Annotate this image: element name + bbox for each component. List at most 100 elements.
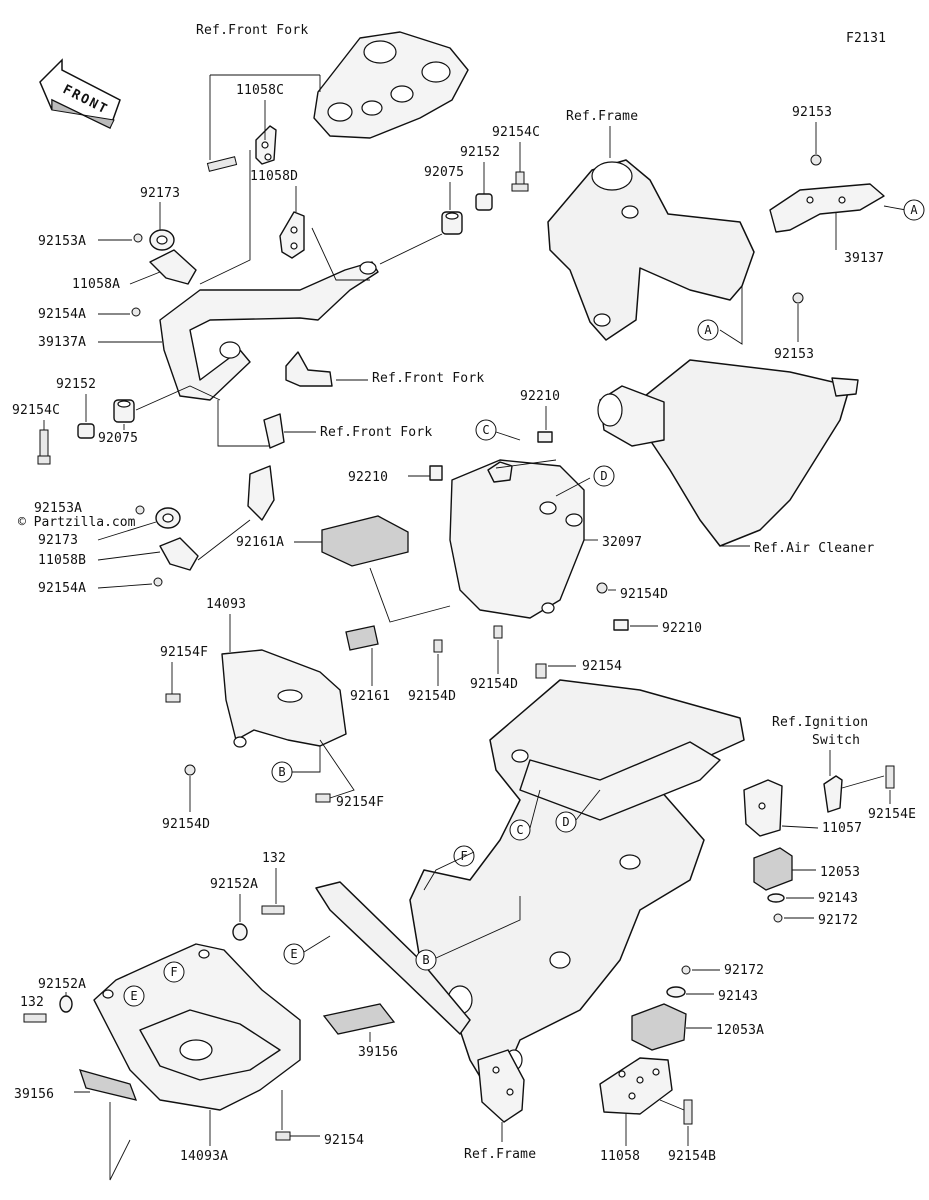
clip-92210-left bbox=[429, 465, 443, 481]
callout-F-plate: F bbox=[163, 961, 185, 983]
washer-92143-mid bbox=[666, 986, 686, 998]
ref-front-fork-lower: Ref.Front Fork bbox=[320, 425, 432, 440]
bolt-92153-mid bbox=[792, 292, 804, 304]
label-12053: 12053 bbox=[820, 865, 860, 880]
label-92154D-left: 92154D bbox=[162, 817, 210, 832]
label-92210-top: 92210 bbox=[520, 389, 560, 404]
label-11058B: 11058B bbox=[38, 553, 86, 568]
svg-text:E: E bbox=[130, 989, 137, 1003]
bolt-92154E bbox=[885, 765, 895, 789]
svg-text:B: B bbox=[422, 953, 429, 967]
bracket-fork-mid bbox=[285, 351, 333, 387]
bolt-92153-top bbox=[810, 154, 822, 166]
label-11057: 11057 bbox=[822, 821, 862, 836]
bolt-92172-mid bbox=[681, 965, 691, 975]
pad-39156-left bbox=[78, 1069, 138, 1101]
label-39156-mid: 39156 bbox=[358, 1045, 398, 1060]
damper-92075-left bbox=[113, 399, 135, 423]
bolt-132-top bbox=[261, 905, 285, 915]
label-39137A: 39137A bbox=[38, 335, 86, 350]
label-92152A-top: 92152A bbox=[210, 877, 258, 892]
label-92143-top: 92143 bbox=[818, 891, 858, 906]
ref-air-cleaner: Ref.Air Cleaner bbox=[754, 541, 874, 556]
damper-92075-top bbox=[441, 211, 463, 235]
label-92154F-left: 92154F bbox=[160, 645, 208, 660]
label-11058C: 11058C bbox=[236, 83, 284, 98]
collar-92152A-top bbox=[232, 923, 248, 941]
label-92075-left: 92075 bbox=[98, 431, 138, 446]
label-92153-top: 92153 bbox=[792, 105, 832, 120]
pad-92161 bbox=[345, 625, 379, 651]
bracket-switch-small bbox=[823, 775, 843, 813]
clip-92210-right bbox=[613, 619, 629, 631]
bracket-11058D bbox=[279, 211, 305, 259]
clamp-92173-lower bbox=[155, 507, 181, 529]
bolt-92153A-left bbox=[135, 505, 145, 515]
callout-C-top: C bbox=[475, 419, 497, 441]
air-cleaner bbox=[597, 359, 859, 547]
label-92210-right: 92210 bbox=[662, 621, 702, 636]
bolt-92154C-left bbox=[37, 429, 51, 465]
bolt-92154D-left bbox=[184, 764, 196, 776]
bolt-92154D-b bbox=[493, 625, 503, 639]
main-frame bbox=[409, 679, 745, 1101]
callout-E-frame: E bbox=[283, 943, 305, 965]
label-92161: 92161 bbox=[350, 689, 390, 704]
frame-bottom-plate bbox=[477, 1049, 525, 1123]
svg-text:C: C bbox=[516, 823, 523, 837]
svg-text:D: D bbox=[600, 469, 607, 483]
callout-E-plate: E bbox=[123, 985, 145, 1007]
label-92153A-top: 92153A bbox=[38, 234, 86, 249]
ref-ignition-switch-line1: Ref.Ignition bbox=[772, 715, 868, 730]
label-92154-bottom: 92154 bbox=[324, 1133, 364, 1148]
label-92154E: 92154E bbox=[868, 807, 916, 822]
bolt-92154C-top bbox=[511, 171, 529, 192]
bracket-fork-lower bbox=[247, 413, 285, 521]
ref-ignition-switch-line2: Switch bbox=[812, 733, 860, 748]
svg-text:B: B bbox=[278, 765, 285, 779]
svg-text:C: C bbox=[482, 423, 489, 437]
bolt-92154A-top bbox=[131, 307, 141, 317]
label-92153-mid: 92153 bbox=[774, 347, 814, 362]
callout-B-left: B bbox=[271, 761, 293, 783]
label-39156-left: 39156 bbox=[14, 1087, 54, 1102]
svg-text:F: F bbox=[460, 849, 467, 863]
cover-32097 bbox=[449, 459, 585, 619]
callout-B-frame: B bbox=[415, 949, 437, 971]
label-92154A-top: 92154A bbox=[38, 307, 86, 322]
label-92154D-right: 92154D bbox=[620, 587, 668, 602]
clip-92210-top bbox=[537, 431, 553, 443]
label-92154C-top: 92154C bbox=[492, 125, 540, 140]
label-92154C-left: 92154C bbox=[12, 403, 60, 418]
frame-lower-rail bbox=[315, 881, 471, 1035]
label-92152A-left: 92152A bbox=[38, 977, 86, 992]
label-92153A-left: 92153A bbox=[34, 501, 82, 516]
bolt-92154F-right bbox=[315, 793, 331, 803]
label-11058A: 11058A bbox=[72, 277, 120, 292]
ref-front-fork-mid: Ref.Front Fork bbox=[372, 371, 484, 386]
label-11058-bottom: 11058 bbox=[600, 1149, 640, 1164]
diagram-code: F2131 bbox=[846, 31, 886, 46]
damper-12053 bbox=[753, 847, 793, 891]
label-12053A: 12053A bbox=[716, 1023, 764, 1038]
label-92152-top: 92152 bbox=[460, 145, 500, 160]
label-14093: 14093 bbox=[206, 597, 246, 612]
bracket-11058A bbox=[149, 249, 197, 285]
label-92143-mid: 92143 bbox=[718, 989, 758, 1004]
collar-92152A-left bbox=[59, 995, 73, 1013]
bolt-92154D-a bbox=[433, 639, 443, 653]
damper-12053A bbox=[631, 1003, 687, 1051]
bracket-11057 bbox=[743, 779, 783, 837]
label-92154F-right: 92154F bbox=[336, 795, 384, 810]
label-92152-left: 92152 bbox=[56, 377, 96, 392]
triple-clamp bbox=[313, 31, 469, 139]
label-92154A-left: 92154A bbox=[38, 581, 86, 596]
label-92173-top: 92173 bbox=[140, 186, 180, 201]
callout-D-top: D bbox=[593, 465, 615, 487]
svg-text:F: F bbox=[170, 965, 177, 979]
bolt-92172-top bbox=[773, 913, 783, 923]
label-11058D: 11058D bbox=[250, 169, 298, 184]
frame-head bbox=[547, 159, 755, 341]
label-92154D-a: 92154D bbox=[408, 689, 456, 704]
callout-D-frame: D bbox=[555, 811, 577, 833]
